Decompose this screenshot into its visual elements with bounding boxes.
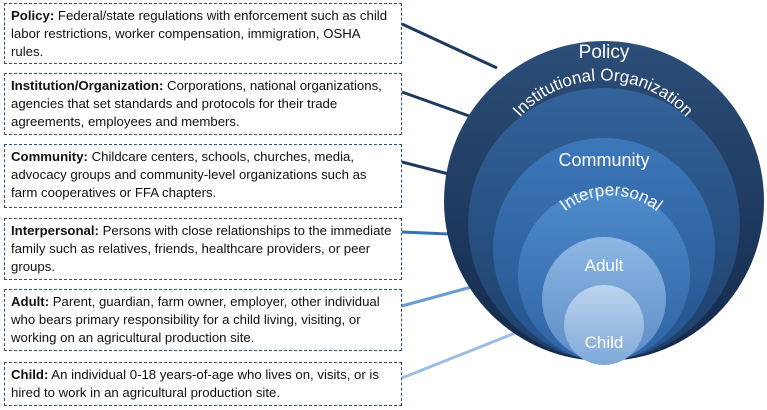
nested-rings bbox=[444, 41, 764, 365]
adult-description-box: Adult: Parent, guardian, farm owner, emp… bbox=[4, 289, 402, 351]
ring-label-adult: Adult bbox=[585, 256, 624, 275]
community-title: Community: bbox=[11, 149, 88, 164]
child-text: An individual 0-18 years-of-age who live… bbox=[11, 367, 379, 400]
policy-title: Policy: bbox=[11, 8, 55, 23]
policy-description-box: Policy: Federal/state regulations with e… bbox=[4, 3, 402, 64]
adult-title: Adult: bbox=[11, 294, 50, 309]
ring-label-policy: Policy bbox=[579, 42, 630, 63]
policy-text: Federal/state regulations with enforceme… bbox=[11, 8, 388, 59]
institution-text: Corporations, national organizations, ag… bbox=[11, 78, 382, 129]
institution-title: Institution/Organization: bbox=[11, 78, 164, 93]
ring-label-community: Community bbox=[558, 150, 649, 170]
community-description-box: Community: Childcare centers, schools, c… bbox=[4, 144, 402, 208]
child-title: Child: bbox=[11, 367, 49, 382]
interpersonal-text: Persons with close relationships to the … bbox=[11, 223, 392, 274]
interpersonal-description-box: Interpersonal: Persons with close relati… bbox=[4, 218, 402, 280]
ring-child bbox=[564, 285, 644, 365]
ring-label-child: Child bbox=[585, 333, 624, 352]
interpersonal-title: Interpersonal: bbox=[11, 223, 99, 238]
connector-policy bbox=[401, 22, 498, 70]
community-text: Childcare centers, schools, churches, me… bbox=[11, 149, 367, 200]
adult-text: Parent, guardian, farm owner, employer, … bbox=[11, 294, 380, 345]
child-description-box: Child: An individual 0-18 years-of-age w… bbox=[4, 362, 402, 406]
institution-description-box: Institution/Organization: Corporations, … bbox=[4, 73, 402, 135]
